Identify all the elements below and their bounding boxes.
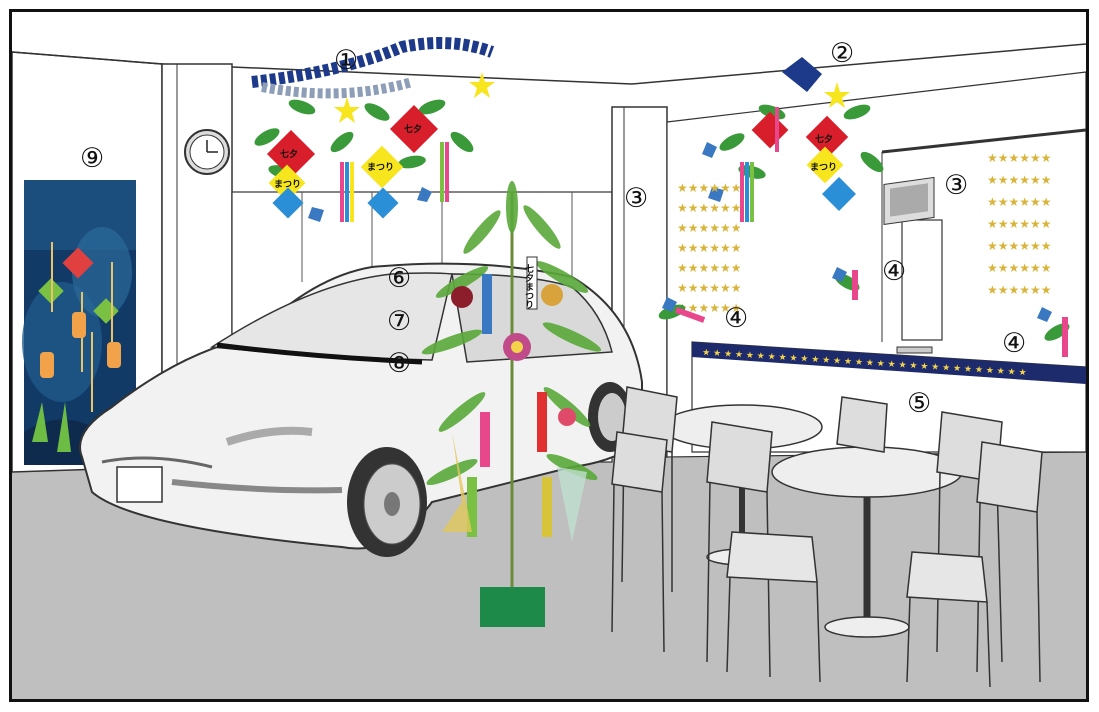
callout-5: ⑤ (907, 388, 931, 419)
back-door (901, 219, 943, 341)
tag-tanabata-3: 七夕 (815, 133, 833, 145)
star-curtain-left: ★★★★★★ ★★★★★★ ★★★★★★ ★★★★★★ ★★★★★★ ★★★★★… (677, 181, 742, 315)
clock-icon (184, 129, 230, 175)
license-plate (116, 466, 163, 503)
svg-text:★★★★★★: ★★★★★★ (677, 241, 742, 255)
tag-tanabata-tree: 七夕まつり (523, 263, 534, 309)
svg-text:★★★★★★: ★★★★★★ (987, 283, 1052, 297)
paper-flower-4 (558, 408, 576, 426)
svg-text:★★★★★★: ★★★★★★ (987, 151, 1052, 165)
callout-8: ⑧ (387, 348, 411, 379)
tanzaku-yellow (542, 477, 552, 537)
tag-tanabata-1: 七夕 (280, 148, 298, 160)
tag-matsuri-3: まつり (810, 162, 837, 173)
callout-2: ② (830, 38, 854, 69)
svg-text:★★★★★★: ★★★★★★ (677, 181, 742, 195)
tanzaku-red (537, 392, 547, 452)
svg-text:★★★★★★: ★★★★★★ (987, 239, 1052, 253)
tag-matsuri-1: まつり (274, 179, 301, 190)
svg-text:★★★★★★: ★★★★★★ (677, 201, 742, 215)
counter-decoration-left (658, 297, 706, 323)
callout-4-left: ④ (724, 303, 748, 334)
callout-4-right: ④ (1002, 328, 1026, 359)
silver-streamer (557, 467, 587, 542)
svg-text:★★★★★★: ★★★★★★ (987, 217, 1052, 231)
callout-1: ① (334, 45, 358, 76)
svg-text:★★★★★★: ★★★★★★ (677, 281, 742, 295)
counter-decoration-mid (832, 267, 860, 300)
computer-monitor (883, 176, 935, 354)
car (79, 262, 643, 557)
tanzaku-blue (482, 274, 492, 334)
svg-text:★★★★★★: ★★★★★★ (677, 261, 742, 275)
svg-text:★★★★★★: ★★★★★★ (677, 221, 742, 235)
paper-flower-1 (451, 286, 473, 308)
callout-6: ⑥ (387, 263, 411, 294)
svg-text:★★★★★★: ★★★★★★ (987, 261, 1052, 275)
illustration-frame: 七夕 まつり 七夕 まつり 七夕 まつり (9, 9, 1089, 702)
callout-7: ⑦ (387, 306, 411, 337)
paper-flower-2 (541, 284, 563, 306)
callout-3-left: ③ (624, 183, 648, 214)
star-curtain-right: ★★★★★★ ★★★★★★ ★★★★★★ ★★★★★★ ★★★★★★ ★★★★★… (987, 151, 1052, 297)
callout-9: ⑨ (80, 143, 104, 174)
bamboo-tree: 七夕まつり (421, 181, 602, 627)
counter-decoration-right (1037, 307, 1070, 357)
tanzaku-green (467, 477, 477, 537)
counter-star-band (692, 342, 1086, 384)
tag-matsuri-2: まつり (367, 162, 394, 173)
cafe-furniture (611, 386, 1043, 688)
gold-streamer (442, 432, 472, 532)
tree-stand (480, 587, 545, 627)
tag-tanabata-2: 七夕 (404, 123, 422, 135)
svg-text:★★★★★★: ★★★★★★ (677, 301, 742, 315)
ceiling-edge (12, 43, 1086, 85)
hanging-decoration-1: 七夕 まつり 七夕 まつり (251, 37, 495, 222)
tanzaku-pink (480, 412, 490, 467)
tanabata-poster (22, 180, 137, 465)
callout-3-right: ③ (944, 170, 968, 201)
showroom-scene: 七夕 まつり 七夕 まつり 七夕 まつり (12, 37, 1086, 699)
svg-text:★★★★★★: ★★★★★★ (987, 195, 1052, 209)
svg-text:★★★★★★: ★★★★★★ (987, 173, 1052, 187)
callout-4-upper: ④ (882, 256, 906, 287)
